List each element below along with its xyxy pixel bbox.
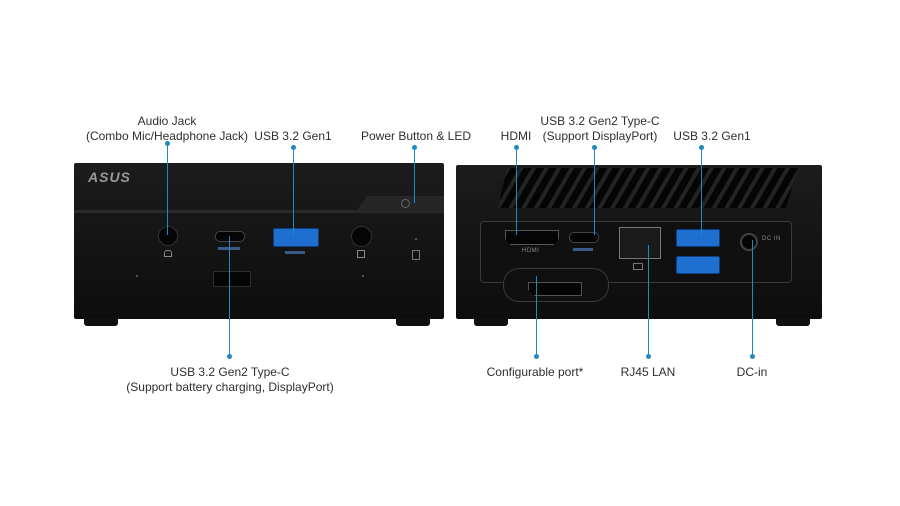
rear-usb-a-port-bottom bbox=[676, 256, 720, 274]
callout-power-button: Power Button & LED bbox=[360, 129, 472, 143]
dc-in-port bbox=[740, 233, 758, 251]
leader-line bbox=[293, 147, 294, 235]
callout-front-usb-c: USB 3.2 Gen2 Type-C (Support battery cha… bbox=[120, 365, 340, 395]
callout-front-usb-a: USB 3.2 Gen1 bbox=[254, 129, 332, 143]
callout-front-usb-c-title: USB 3.2 Gen2 Type-C bbox=[170, 365, 290, 379]
leader-line bbox=[536, 276, 537, 356]
callout-audio-jack-subtitle: (Combo Mic/Headphone Jack) bbox=[85, 129, 249, 143]
callout-rj45: RJ45 LAN bbox=[620, 365, 676, 379]
power-icon bbox=[401, 199, 410, 208]
front-foot-right bbox=[396, 318, 430, 326]
callout-audio-jack: Audio Jack (Combo Mic/Headphone Jack) bbox=[78, 114, 256, 144]
audio-jack-port bbox=[158, 226, 178, 246]
leader-line bbox=[516, 147, 517, 235]
callout-audio-jack-title: Audio Jack bbox=[137, 114, 197, 128]
network-icon bbox=[633, 263, 643, 270]
front-round-jack bbox=[351, 226, 372, 247]
callout-dot bbox=[750, 354, 755, 359]
front-usb-c-port bbox=[215, 231, 245, 242]
front-foot-left bbox=[84, 318, 118, 326]
card-reader-slot bbox=[213, 271, 251, 287]
displayport-port bbox=[528, 282, 582, 296]
rear-usb-c-port bbox=[569, 232, 599, 243]
hdmi-marking: HDMI bbox=[522, 248, 540, 254]
brand-logo: ASUS bbox=[88, 169, 131, 185]
hdmi-port bbox=[505, 230, 559, 245]
callout-rear-usb-c-title: USB 3.2 Gen2 Type-C bbox=[540, 114, 660, 128]
front-top-seam bbox=[74, 210, 444, 213]
callout-rear-usb-c: USB 3.2 Gen2 Type-C (Support DisplayPort… bbox=[530, 114, 670, 144]
front-pinhole-left bbox=[136, 275, 138, 277]
leader-line bbox=[752, 240, 753, 356]
callout-configurable-port: Configurable port* bbox=[486, 365, 584, 379]
callout-rear-usb-c-subtitle: (Support DisplayPort) bbox=[542, 129, 658, 143]
vent-grille bbox=[498, 168, 798, 208]
callout-rear-usb-a: USB 3.2 Gen1 bbox=[673, 129, 751, 143]
callout-dot bbox=[534, 354, 539, 359]
leader-line bbox=[229, 236, 230, 356]
callout-front-usb-c-subtitle: (Support battery charging, DisplayPort) bbox=[126, 380, 334, 394]
leader-line bbox=[414, 147, 415, 203]
headset-icon bbox=[164, 250, 172, 257]
rear-usb-a-port-top bbox=[676, 229, 720, 247]
led-indicator bbox=[415, 238, 417, 240]
rj45-port bbox=[619, 227, 661, 259]
callout-hdmi: HDMI bbox=[500, 129, 532, 143]
leader-line bbox=[648, 245, 649, 356]
front-pinhole-right bbox=[362, 275, 364, 277]
dc-marking: DC IN bbox=[762, 236, 781, 242]
callout-dc-in: DC-in bbox=[736, 365, 768, 379]
callout-dot bbox=[646, 354, 651, 359]
usb-logo-icon-2 bbox=[285, 251, 305, 254]
front-chassis bbox=[74, 163, 444, 319]
leader-line bbox=[594, 147, 595, 235]
callout-dot bbox=[227, 354, 232, 359]
rear-foot-left bbox=[474, 318, 508, 326]
power-button[interactable] bbox=[356, 196, 444, 212]
leader-line bbox=[701, 147, 702, 235]
drive-icon bbox=[412, 250, 420, 260]
leader-line bbox=[167, 143, 168, 235]
front-usb-a-port bbox=[273, 228, 319, 247]
usb-logo-icon-3 bbox=[573, 248, 593, 251]
mic-icon bbox=[357, 250, 365, 258]
rear-foot-right bbox=[776, 318, 810, 326]
